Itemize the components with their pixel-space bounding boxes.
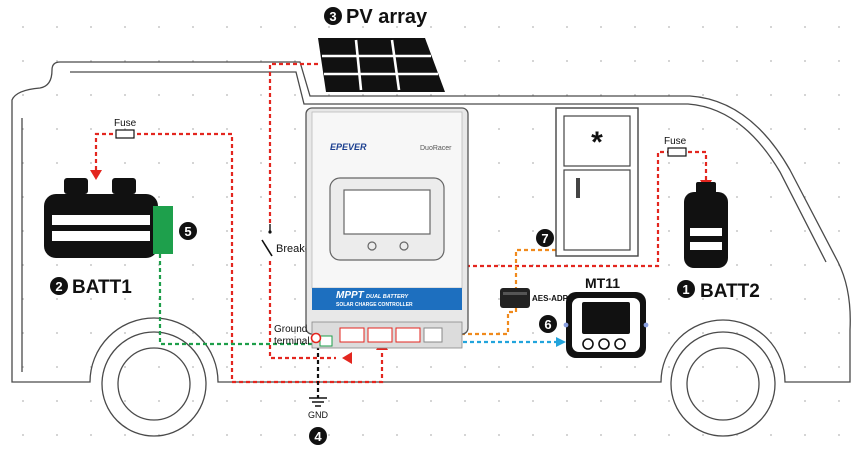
freezer-icon: * — [591, 126, 603, 159]
aes-adp-module: AES-ADP — [500, 288, 569, 308]
batt1-positive-wire — [94, 132, 384, 384]
breaker: Breaker — [261, 224, 315, 260]
temperature-sensor: 5 — [153, 206, 197, 254]
pv-positive-wire — [268, 62, 336, 360]
aes-adp-wire — [442, 248, 556, 336]
fuse-right: Fuse — [664, 136, 687, 157]
ground-terminal: Ground terminal — [274, 324, 322, 347]
svg-text:2: 2 — [55, 279, 62, 294]
svg-text:Fuse: Fuse — [664, 136, 687, 147]
marker-6 — [539, 315, 557, 333]
temp-sensor-wire — [158, 254, 330, 346]
gnd-symbol — [309, 397, 327, 407]
rv-body-outline — [11, 61, 851, 383]
svg-text:6: 6 — [544, 317, 551, 332]
controller-brand: EPEVER — [330, 142, 367, 152]
controller-model: DuoRacer — [420, 145, 452, 152]
svg-text:7: 7 — [541, 231, 548, 246]
svg-text:BATT1: BATT1 — [72, 277, 132, 298]
batt1-label: 2 BATT1 — [50, 277, 132, 298]
wiring — [94, 62, 708, 398]
svg-text:1: 1 — [682, 282, 689, 297]
batt1-battery — [44, 178, 158, 258]
batt2-battery — [684, 182, 728, 268]
batt2-label: 1 BATT2 — [677, 280, 760, 302]
front-wheel — [670, 331, 776, 437]
svg-text:Ground: Ground — [274, 324, 307, 335]
svg-text:Fuse: Fuse — [114, 118, 137, 129]
controller-subtitle: SOLAR CHARGE CONTROLLER — [336, 302, 413, 308]
pv-array-label: 3 PV array — [324, 6, 428, 28]
controller-title-suffix: DUAL BATTERY — [366, 294, 410, 300]
svg-text:BATT2: BATT2 — [700, 281, 760, 302]
controller-title: MPPT — [336, 290, 365, 301]
rear-wheel — [101, 331, 207, 437]
refrigerator: * — [555, 107, 639, 257]
svg-text:Breaker: Breaker — [276, 243, 315, 255]
svg-text:terminal: terminal — [274, 336, 310, 347]
svg-text:5: 5 — [184, 224, 191, 239]
marker-4 — [309, 427, 327, 445]
mt11-label: MT11 — [585, 275, 620, 291]
pv-array-text: PV array — [346, 6, 428, 28]
marker-2 — [50, 277, 68, 295]
charge-controller: EPEVER DuoRacer MPPT DUAL BATTERY SOLAR … — [305, 107, 469, 349]
pv-array-panel — [318, 38, 445, 92]
fuse-left: Fuse — [114, 118, 137, 139]
mt11-remote-meter: MT11 — [563, 275, 649, 358]
svg-text:3: 3 — [329, 9, 336, 24]
svg-text:4: 4 — [314, 429, 322, 444]
svg-text:AES-ADP: AES-ADP — [532, 294, 569, 303]
marker-3 — [324, 7, 342, 25]
gnd-label: GND — [308, 410, 329, 420]
marker-1 — [677, 280, 695, 298]
marker-7 — [536, 229, 554, 247]
marker-5 — [179, 222, 197, 240]
batt2-positive-wire — [403, 150, 708, 330]
